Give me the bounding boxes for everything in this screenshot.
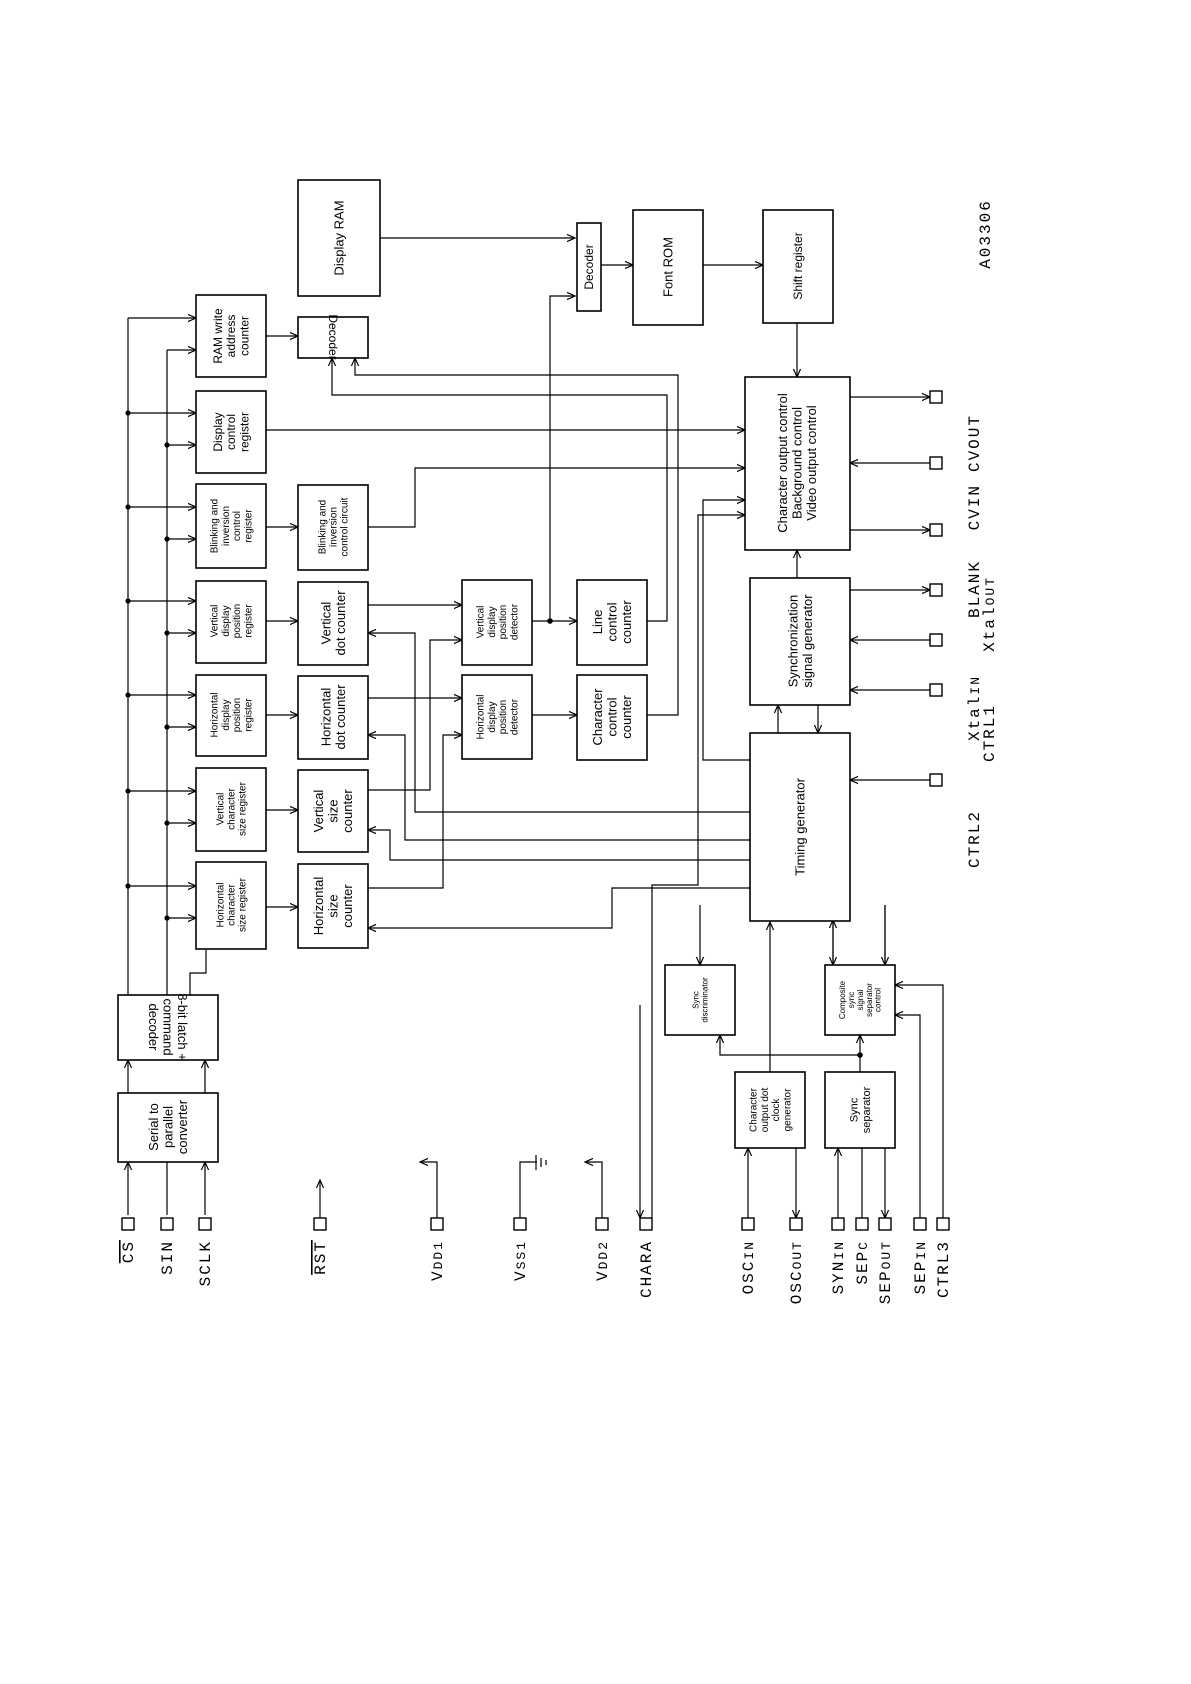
blinking-inversion-register-box	[195, 483, 267, 569]
sync-discriminator-box	[664, 964, 736, 1036]
ram-write-address-counter-box	[195, 294, 267, 378]
pin-label-ctrl1: CTRL1	[981, 704, 999, 762]
h-char-size-register-box	[195, 861, 267, 950]
pin-label-cvout: CVOUT	[966, 414, 984, 472]
display-ram-box	[297, 179, 381, 297]
pin-label-cs: CS	[120, 1240, 138, 1263]
display-control-register-box	[195, 390, 267, 474]
blinking-inversion-circuit-box	[297, 484, 369, 571]
pin-squares	[121, 390, 950, 1231]
v-display-position-register-box	[195, 580, 267, 664]
pin-label-vss1: VSS1	[512, 1240, 530, 1281]
sync-signal-generator-box	[749, 577, 851, 706]
v-size-counter-box	[297, 769, 369, 853]
block-label-latch-decoder: 8-bit latch +commanddecoder	[146, 993, 190, 1061]
block-label-disp-ctrl-reg: Displaycontrolregister	[211, 412, 252, 452]
h-display-position-register-box	[195, 674, 267, 757]
block-label-v-char-size-reg: Verticalcharactersize register	[215, 781, 248, 836]
pin-label-xtalout: XtalOUT	[981, 576, 999, 652]
block-label-sync-discriminator: Syncdiscriminator	[691, 977, 709, 1023]
block-label-timing-generator: Timing generator	[793, 777, 808, 875]
functional-blocks	[117, 179, 896, 1163]
v-char-size-register-box	[195, 767, 267, 852]
block-label-h-dot-counter: Horizontaldot counter	[318, 684, 348, 750]
block-label-decoder-ram: Decoder	[326, 314, 340, 359]
pin-label-vdd1: VDD1	[429, 1240, 447, 1281]
char-output-control-box	[744, 376, 851, 551]
ram-decoder-box	[297, 316, 369, 359]
block-label-font-rom: Font ROM	[661, 237, 676, 297]
block-label-ram-write-addr: RAM writeaddresscounter	[211, 308, 252, 364]
junction-dots	[125, 410, 863, 1058]
block-label-char-ctrl-counter: Charactercontrolcounter	[590, 688, 634, 746]
figure-code: A03306	[977, 199, 995, 269]
serial-to-parallel-converter-box	[117, 1092, 219, 1163]
block-label-shift-register: Shift register	[791, 232, 805, 299]
h-display-position-detector-box	[461, 674, 533, 760]
pin-label-ctrl3: CTRL3	[935, 1240, 953, 1298]
pin-label-ctrl2: CTRL2	[966, 810, 984, 868]
block-label-decoder-font: Decoder	[582, 244, 596, 289]
font-decoder-box	[576, 222, 602, 312]
pin-labels: CS SIN SCLK RST VDD1 VSS1 VDD2 CHARA OSCIN OSCOUT…	[120, 414, 999, 1304]
line-control-counter-box	[576, 579, 648, 666]
pin-label-chara: CHARA	[638, 1240, 656, 1298]
signal-wires	[128, 238, 944, 1218]
pin-label-oscin: OSCIN	[740, 1240, 758, 1294]
composite-sync-separator-box	[824, 964, 896, 1036]
pin-label-sclk: SCLK	[197, 1240, 215, 1286]
v-dot-counter-box	[297, 581, 369, 666]
block-label-sync-signal-gen: Synchronizationsignal generator	[785, 594, 815, 688]
block-label-serial-to-parallel: Serial toparallelconverter	[146, 1099, 190, 1154]
font-rom-box	[632, 209, 704, 326]
pin-label-sepin: SEPIN	[912, 1240, 930, 1294]
block-label-h-disp-pos-reg: Horizontaldisplaypositionregister	[210, 692, 255, 737]
block-label-v-disp-pos-det: Verticaldisplaypositiondetector	[476, 603, 521, 640]
char-dot-clock-generator-box	[734, 1071, 806, 1149]
block-labels: Serial toparallelconverter 8-bit latch +c…	[146, 200, 883, 1154]
block-label-h-size-counter: Horizontalsizecounter	[311, 877, 355, 936]
char-control-counter-box	[576, 674, 648, 761]
figure-code-label: A03306	[977, 199, 995, 269]
pin-label-rst: RST	[312, 1240, 330, 1275]
h-dot-counter-box	[297, 675, 369, 760]
block-label-blink-inv-circuit: Blinking andinversioncontrol circuit	[317, 497, 350, 556]
sync-separator-box	[824, 1071, 896, 1149]
block-label-char-dot-clock-gen: Characteroutput dotclockgenerator	[749, 1087, 794, 1132]
shift-register-box	[762, 209, 834, 324]
pin-label-xtalin: XtalIN	[966, 675, 984, 741]
block-label-composite-sync-sep: Compositesyncsignalseparatorcontrol	[838, 980, 883, 1019]
pin-label-synin: SYNIN	[830, 1240, 848, 1294]
block-label-v-size-counter: Verticalsizecounter	[311, 789, 355, 833]
block-label-line-ctrl-counter: Linecontrolcounter	[590, 600, 634, 644]
block-label-h-char-size-reg: Horizontalcharactersize register	[215, 877, 248, 932]
pin-label-sepc: SEPC	[854, 1240, 872, 1285]
block-label-h-disp-pos-det: Horizontaldisplaypositiondetector	[476, 694, 521, 739]
v-display-position-detector-box	[461, 579, 533, 666]
block-label-v-dot-counter: Verticaldot counter	[318, 590, 348, 656]
pin-label-vdd2: VDD2	[594, 1240, 612, 1281]
block-label-v-disp-pos-reg: Verticaldisplaypositionregister	[210, 604, 255, 639]
timing-generator-box	[749, 732, 851, 922]
pin-label-blank: BLANK	[966, 560, 984, 618]
pin-label-cvin: CVIN	[966, 484, 984, 530]
block-label-sync-separator: Syncseparator	[849, 1086, 873, 1133]
h-size-counter-box	[297, 863, 369, 949]
block-label-char-output-ctrl: Character output controlBackground contr…	[775, 393, 819, 533]
pin-label-sin: SIN	[159, 1240, 177, 1275]
latch-decoder-box	[117, 994, 219, 1061]
block-label-display-ram: Display RAM	[332, 200, 347, 275]
pin-label-oscout: OSCOUT	[788, 1240, 806, 1304]
block-label-blink-inv-reg: Blinking andinversioncontrolregister	[210, 499, 255, 553]
pin-label-sepout: SEPOUT	[877, 1240, 895, 1304]
